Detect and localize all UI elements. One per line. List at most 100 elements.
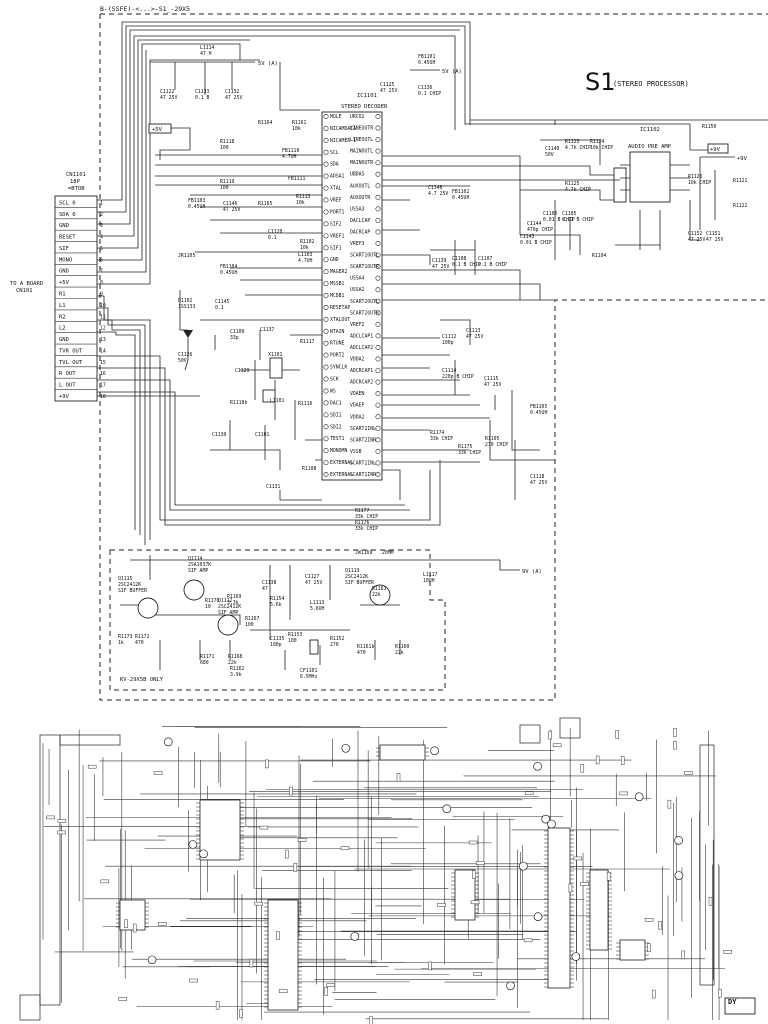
component-ref: R1177	[355, 508, 370, 514]
component-value: 0.1 B	[195, 95, 210, 101]
component-ref: R1152	[330, 636, 345, 642]
ic1101-left-pin: MAGER2	[330, 269, 347, 275]
connector-pin-number: 12	[100, 326, 106, 332]
component-value: 10k CHIP	[590, 145, 613, 151]
component-value: 4.7k CHIP	[565, 187, 591, 193]
component-ref: R1118	[220, 139, 235, 145]
component-ref: C1127	[305, 574, 320, 580]
ic1101-right-pin: UBDAS	[350, 172, 365, 178]
cf1101-value: 6.5MHz	[300, 674, 317, 680]
ic1101-right-pin: SCART1OUTR	[350, 264, 379, 270]
component-ref: C1152	[688, 231, 703, 237]
svg-text:+5V: +5V	[152, 127, 163, 133]
component-ref: R1118b	[230, 400, 247, 406]
ic1101-left-pin: VREF1	[330, 233, 345, 239]
ic1101-right-pin: MAINOUTL	[350, 149, 373, 155]
component-value: 100	[288, 638, 297, 644]
component-value: 0.45UH	[188, 204, 205, 210]
plus5v-label: +5V	[148, 123, 191, 160]
connector-pin-name: SDA 0	[59, 212, 76, 218]
ic1101-left-pin: SDI1	[330, 412, 342, 418]
component-ref: R1175	[458, 444, 473, 450]
component-value: 47 25V	[688, 237, 705, 243]
component-ref: R1119	[220, 179, 235, 185]
component-ref: R1165	[258, 201, 273, 207]
component-ref: C1106	[543, 211, 558, 217]
component-value: 220p B CHIP	[442, 374, 474, 380]
component-value: 47 25V	[380, 88, 397, 94]
component-ref: R1167	[245, 616, 260, 622]
component-ref: R1108	[302, 466, 317, 472]
component-value: 470	[135, 640, 144, 646]
component-value: 0.45UH	[452, 195, 469, 201]
component-ref: R1116	[298, 401, 313, 407]
component-value: 270 CHIP	[485, 442, 508, 448]
cf1101-ref: CF1101	[300, 668, 317, 674]
component-ref: R1176	[355, 520, 370, 526]
connector-pin-name: GND	[59, 223, 69, 229]
component-ref: C1136	[418, 85, 433, 91]
ic1101-left-pin: NTAIN	[330, 329, 345, 335]
ic1101-right-pin: VSSB	[350, 449, 362, 455]
ic1101-left-pin: SIF1	[330, 245, 342, 251]
connector-target-ref: CN101	[16, 288, 33, 294]
preamp-wiring	[382, 139, 700, 260]
component-ref: C1130	[212, 432, 227, 438]
component-ref: C1145	[215, 299, 230, 305]
connector-pin-number: 14	[100, 348, 106, 354]
component-ref: FB1102	[452, 189, 469, 195]
ic1101-right-pin: VREF2	[350, 322, 365, 328]
ic1101-right-pin: URCO2	[350, 114, 365, 120]
component-ref: C1151	[706, 231, 721, 237]
component-ref: R1122	[733, 203, 748, 209]
component-value: 33k CHIP	[355, 526, 378, 532]
component-ref: R1164	[258, 120, 273, 126]
ic1101-left-pin: MCDB1	[330, 293, 345, 299]
diode-part: 1SS133	[178, 304, 195, 310]
connector-pin-name: MONO	[59, 257, 72, 263]
component-value: 0.01 B CHIP	[562, 217, 594, 223]
ic1101-right-pin: SCART2INR	[350, 437, 376, 443]
component-ref: FB1101	[418, 54, 435, 60]
ic1101-right-pin: LINEOUTR	[350, 126, 373, 132]
svg-text:+9V: +9V	[710, 147, 721, 153]
ic1101-left-pin: NICAMER 1	[330, 138, 356, 144]
ic1101-left-pin: GND	[330, 257, 339, 263]
connector-pin-number: 10	[100, 303, 106, 309]
component-ref: C1144	[527, 221, 542, 227]
component-value: 47 25V	[223, 207, 240, 213]
component-ref: C1108	[452, 256, 467, 262]
component-ref: L1117	[423, 572, 438, 578]
component-ref: C1125	[380, 82, 395, 88]
component-ref: C1107	[478, 256, 493, 262]
ic1101-left-pin: SYNCLK	[330, 365, 347, 371]
component-value: 100p	[442, 340, 454, 346]
component-value: 33k CHIP	[458, 450, 481, 456]
component-value: 470	[357, 650, 366, 656]
component-ref: C1115	[484, 376, 499, 382]
component-ref: R1162	[230, 666, 245, 672]
sif-note: KV-29X5B ONLY	[120, 677, 164, 683]
ic1101-right-pin: VDDA2	[350, 357, 365, 363]
component-ref: R1169	[227, 594, 242, 600]
component-value: 47 25V	[530, 480, 547, 486]
component-value: 0.01 B CHIP	[520, 240, 552, 246]
connector-pin-name: R2	[59, 314, 66, 320]
component-value: 47 25V	[225, 95, 242, 101]
svg-text:+9V: +9V	[737, 156, 748, 162]
transistor-role: SIF AMP	[218, 610, 238, 616]
component-value: 3.3k	[227, 600, 239, 606]
component-ref: R1104	[592, 253, 607, 259]
ic1101-left-pin: SDA	[330, 162, 339, 168]
sheet-header-title: B-(SSFE)-<...>-S1_-29X5	[100, 5, 190, 13]
component-ref: R1113	[296, 194, 311, 200]
component-ref: R1161b	[357, 644, 374, 650]
connector-pin-name: GND	[59, 269, 69, 275]
connector-pin-name: L1	[59, 303, 66, 309]
component-value: 22k	[372, 592, 381, 598]
connector-pin-number: 2	[100, 212, 103, 218]
component-ref: C1120	[268, 229, 283, 235]
connector-pin-name: SCL 0	[59, 200, 76, 206]
ic1101-left-pin: DAC1	[330, 400, 342, 406]
